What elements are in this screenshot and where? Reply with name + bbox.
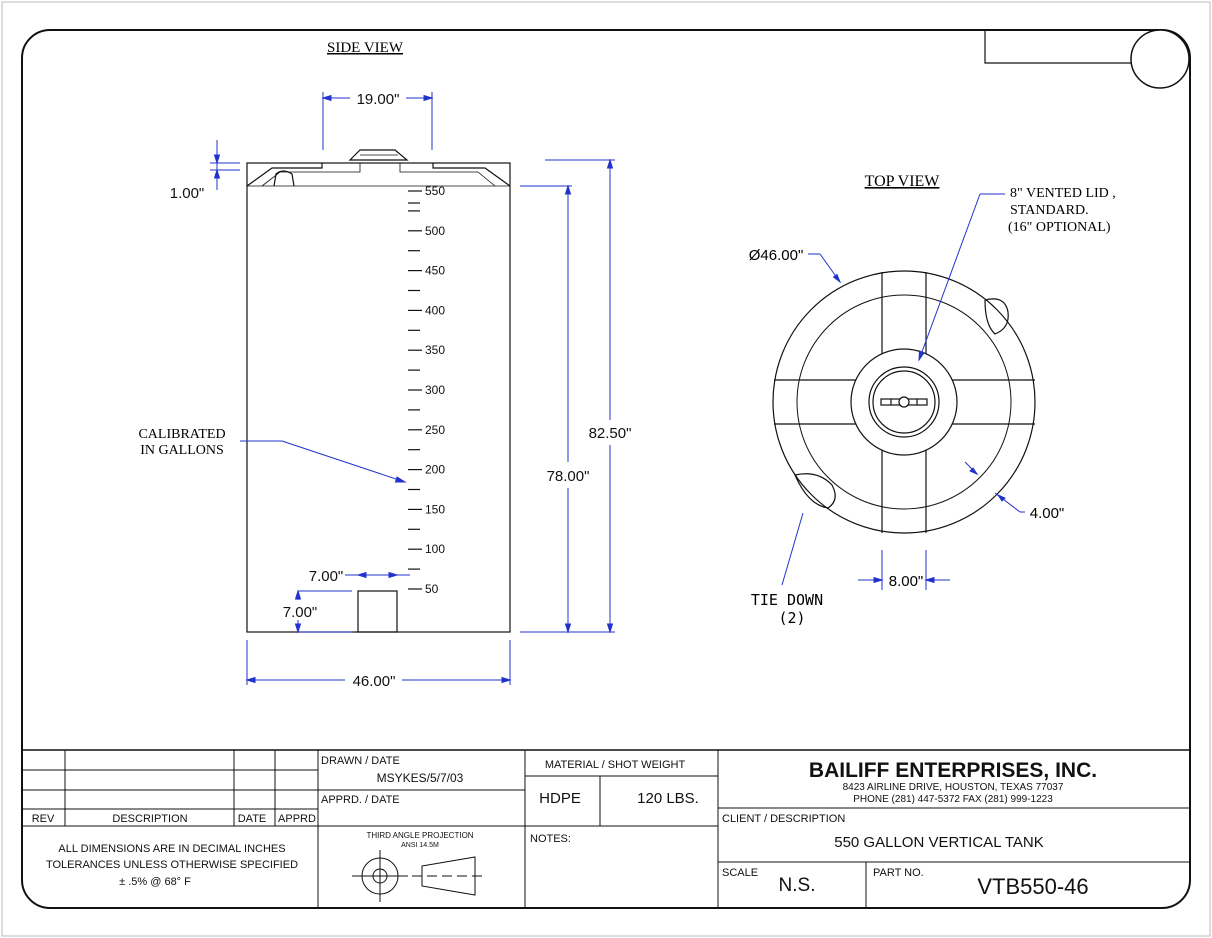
notes-label: NOTES:: [530, 833, 571, 845]
dim-rib-width: 8.00": [889, 573, 924, 590]
scale-label: SCALE: [722, 867, 758, 879]
tiedown-label-line1: TIE DOWN: [751, 591, 823, 609]
top-dimensions: [781, 193, 1025, 590]
scale-label: 300: [425, 383, 445, 397]
lid-ring-inner: [872, 370, 936, 434]
drawing-frame: [21, 29, 1191, 909]
tiedown-bottom-left: [794, 473, 836, 509]
tank-side-view: [246, 149, 511, 633]
tolerance-line2: TOLERANCES UNLESS OTHERWISE SPECIFIED: [46, 859, 298, 871]
scale-label: 450: [425, 264, 445, 278]
projection-line1: THIRD ANGLE PROJECTION: [366, 831, 473, 840]
scale-label: 400: [425, 303, 445, 317]
bottom-fitting: [357, 590, 398, 633]
title-block-text: REV DESCRIPTION DATE APPRD ALL DIMENSION…: [32, 755, 1097, 899]
drawn-label: DRAWN / DATE: [321, 755, 400, 767]
dim-top-opening: 19.00": [357, 91, 400, 108]
part-number: VTB550-46: [977, 874, 1088, 899]
scale-label: 350: [425, 343, 445, 357]
lid-note-line3: (16" OPTIONAL): [1008, 220, 1111, 235]
calibration-note-line2: IN GALLONS: [140, 443, 224, 458]
tiedown-top-right: [984, 298, 1009, 335]
dim-height-total: 82.50": [589, 425, 632, 442]
corner-box: [984, 30, 1135, 64]
drawn-value: MSYKES/5/7/03: [377, 771, 464, 785]
desc-header: DESCRIPTION: [112, 813, 187, 825]
top-view-title: TOP VIEW: [865, 173, 941, 190]
dim-height-body: 78.00": [547, 468, 590, 485]
calibration-note-line1: CALIBRATED: [138, 427, 225, 442]
corner-circle: [1130, 29, 1190, 89]
calibration-scale: 550 500 450 400 350 300 250 200 150 100 50: [408, 184, 445, 596]
scale-label: 550: [425, 184, 445, 198]
tolerance-line3: ± .5% @ 68° F: [119, 876, 191, 888]
client-description: 550 GALLON VERTICAL TANK: [834, 834, 1044, 851]
material-value: HDPE: [539, 790, 581, 807]
scale-label: 200: [425, 463, 445, 477]
weight-value: 120 LBS.: [637, 790, 699, 807]
material-label: MATERIAL / SHOT WEIGHT: [545, 759, 686, 771]
client-label: CLIENT / DESCRIPTION: [722, 813, 845, 825]
scale-label: 500: [425, 224, 445, 238]
tank-inner-circle: [796, 294, 1012, 510]
lid-note-line2: STANDARD.: [1010, 203, 1089, 218]
company-phone: PHONE (281) 447-5372 FAX (281) 999-1223: [853, 794, 1053, 805]
tank-shoulder-left: [246, 163, 323, 187]
company-name: BAILIFF ENTERPRISES, INC.: [809, 759, 1097, 782]
lid-ring-outer: [868, 366, 940, 438]
scale-label: 50: [425, 582, 439, 596]
tiedown-label-line2: (2): [778, 609, 805, 627]
lid-center: [898, 396, 910, 408]
part-label: PART NO.: [873, 867, 924, 879]
dim-fitting-height: 7.00": [283, 604, 318, 621]
company-address: 8423 AIRLINE DRIVE, HOUSTON, TEXAS 77037: [843, 782, 1064, 793]
side-dimension-labels: 19.00" 1.00" 82.50" 78.00" 46.00" 7.00" …: [170, 91, 632, 690]
scale-label: 250: [425, 423, 445, 437]
side-view-title: SIDE VIEW: [327, 40, 404, 56]
date-header: DATE: [238, 813, 267, 825]
projection-line2: ANSI 14.5M: [401, 842, 439, 849]
apprd-header: APPRD: [278, 813, 316, 825]
rev-header: REV: [32, 813, 55, 825]
tank-top-view: [772, 270, 1036, 534]
tank-shoulder-right: [432, 163, 511, 187]
dim-lip: 1.00": [170, 185, 205, 202]
apprd-label: APPRD. / DATE: [321, 794, 400, 806]
tolerance-line1: ALL DIMENSIONS ARE IN DECIMAL INCHES: [58, 843, 285, 855]
lid-note-line1: 8" VENTED LID ,: [1010, 186, 1116, 201]
projection-symbol: [352, 850, 485, 902]
tiedown-notch: [273, 170, 295, 187]
title-block: [22, 749, 1190, 908]
dim-width: 46.00": [353, 673, 396, 690]
scale-label: 150: [425, 502, 445, 516]
tank-outer-circle: [772, 270, 1036, 534]
scale-label: 100: [425, 542, 445, 556]
dim-diameter: Ø46.00": [749, 247, 804, 264]
dim-fitting-width: 7.00": [309, 568, 344, 585]
side-dimensions: [210, 92, 615, 685]
scale-value: N.S.: [779, 875, 816, 896]
lid-icon: [348, 149, 409, 161]
dim-rim: 4.00": [1030, 505, 1065, 522]
